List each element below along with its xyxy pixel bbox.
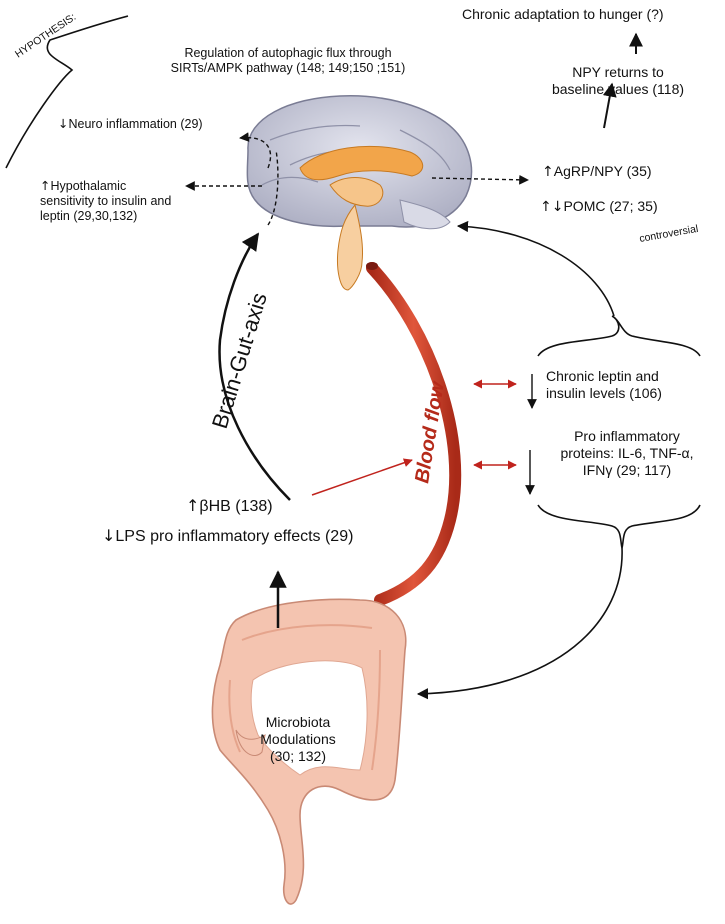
neuro-inflammation-text: ↓Neuro inflammation (29) (58, 116, 203, 132)
lps-text: ↓LPS pro inflammatory effects (29) (102, 526, 353, 546)
up-down-arrow-icon: ↑↓ (540, 199, 564, 215)
down-arrow-icon: ↓ (102, 526, 116, 545)
hypothalamic-line-1: Hypothalamic (50, 179, 127, 193)
leptin-line-2: insulin levels (106) (546, 384, 662, 401)
pomc-text: ↑↓POMC (27; 35) (540, 198, 658, 216)
dashed-arrow-agrp (431, 174, 529, 185)
hypothesis-bracket (5, 15, 129, 169)
right-brace-bottom (537, 504, 701, 549)
bhb-text: ↑βHB (138) (186, 496, 273, 516)
blood-vessel (366, 262, 462, 606)
neuro-inflammation-label: Neuro inflammation (29) (68, 117, 203, 131)
blood-flow-label: Blood flow (411, 379, 449, 485)
chronic-adaptation-text: Chronic adaptation to hunger (?) (462, 6, 664, 22)
hypothalamic-line-2: sensitivity to insulin and (40, 194, 172, 208)
up-arrow-icon: ↑ (40, 178, 51, 193)
autophagic-text: Regulation of autophagic flux through SI… (170, 46, 406, 75)
pro-inflam-line-2: proteins: IL-6, TNF-α, (560, 444, 694, 461)
npy-returns-line-1: NPY returns to (572, 64, 664, 80)
pro-inflam-line-3: IFNγ (29; 117) (582, 461, 672, 478)
right-brace-top (537, 315, 701, 357)
microbiota-line-2: Modulations (260, 730, 336, 747)
leptin-line-1: Chronic leptin and (546, 368, 659, 384)
up-arrow-icon: ↑ (186, 496, 200, 515)
colon-illustration (211, 598, 407, 905)
arrow-to-npy-returns (602, 82, 617, 129)
npy-returns-text: NPY returns to baseline values (118) (528, 64, 708, 98)
microbiota-line-3: (30; 132) (269, 747, 327, 764)
lps-label: LPS pro inflammatory effects (29) (115, 528, 354, 545)
agrp-npy-text: ↑AgRP/NPY (35) (542, 163, 652, 181)
agrp-npy-label: AgRP/NPY (35) (553, 163, 652, 179)
red-arrow-bhb-to-blood (311, 458, 413, 496)
brain-gut-axis-arrow (218, 232, 291, 501)
hypothesis-label: HYPOTHESIS: (13, 11, 78, 60)
vessel-opening (366, 262, 378, 270)
leptin-insulin-text: Chronic leptin and insulin levels (106) (546, 368, 662, 402)
hypothalamic-line-3: leptin (29,30,132) (40, 209, 138, 223)
pomc-label: POMC (27; 35) (563, 198, 658, 214)
brain-gut-axis-label: Brain-Gut-axis (207, 290, 272, 432)
down-arrow-icon: ↓ (58, 116, 69, 131)
controversial-label: controversial (638, 223, 699, 245)
microbiota-line-1: Microbiota (265, 714, 331, 730)
pro-inflammatory-text: Pro inflammatory proteins: IL-6, TNF-α, … (542, 428, 712, 478)
arrow-brace-to-colon (416, 547, 623, 700)
up-arrow-icon: ↑ (542, 164, 554, 180)
arrow-brace-to-brain (456, 220, 615, 317)
hypothalamic-text: ↑Hypothalamic sensitivity to insulin and… (40, 178, 171, 224)
pro-inflam-line-1: Pro inflammatory (574, 428, 680, 444)
brain-illustration (246, 94, 473, 291)
npy-returns-line-2: baseline values (118) (551, 80, 685, 97)
microbiota-text: Microbiota Modulations (30; 132) (238, 714, 358, 764)
dashed-arrow-autophagic (267, 149, 279, 226)
dashed-arrow-neuro (239, 132, 272, 169)
bhb-label: βHB (138) (199, 498, 273, 515)
